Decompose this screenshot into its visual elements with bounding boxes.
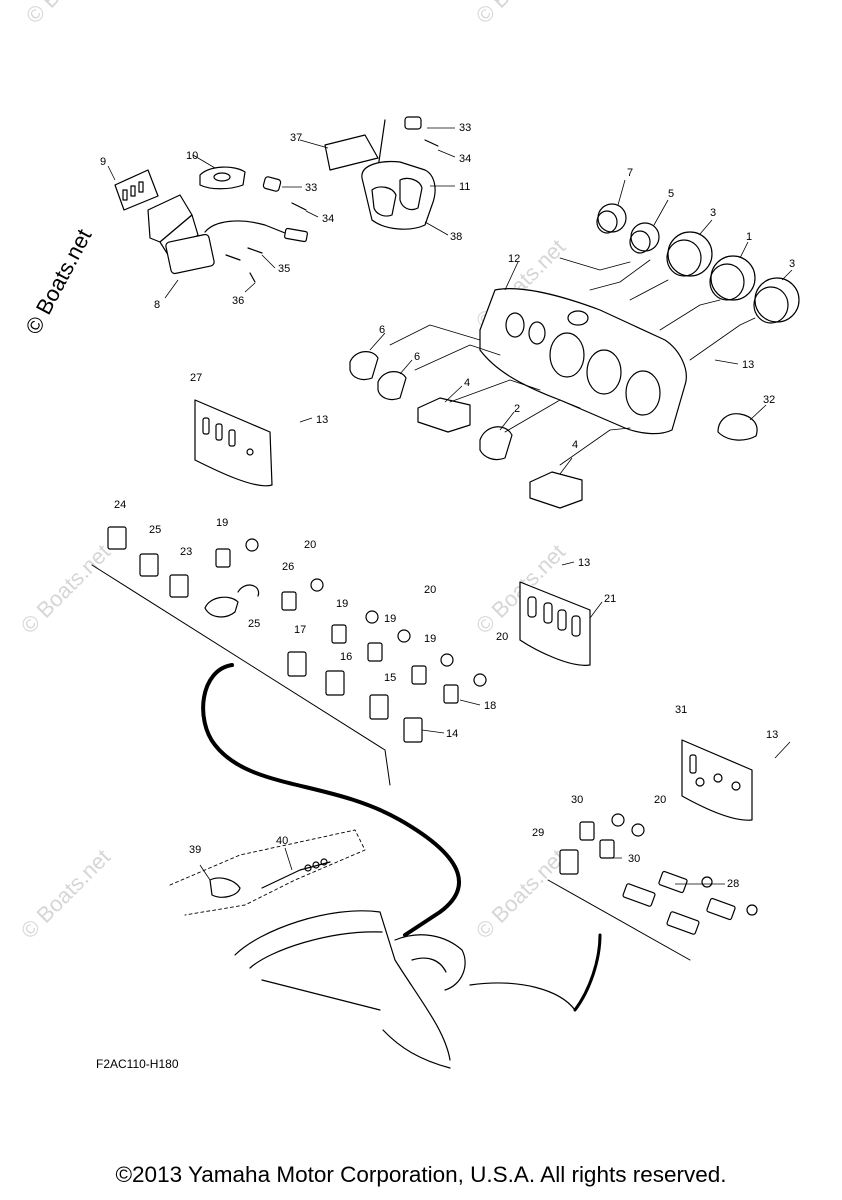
switch-panel-group: [91, 526, 487, 786]
callout-3: 3: [710, 207, 716, 219]
callout-19: 19: [424, 633, 436, 645]
callout-20: 20: [424, 584, 436, 596]
callout-27: 27: [190, 372, 202, 384]
callout-10: 10: [186, 150, 198, 162]
callout-26: 26: [282, 561, 294, 573]
gauge-7: [596, 203, 627, 234]
callout-13: 13: [316, 414, 328, 426]
gauge-3-lower: [753, 277, 800, 324]
callout-7: 7: [627, 167, 633, 179]
callout-19: 19: [336, 598, 348, 610]
callout-11: 11: [459, 181, 470, 193]
callout-31: 31: [675, 704, 687, 716]
part-6-gauge: [377, 371, 407, 401]
part-8-bracket: [147, 194, 308, 275]
callout-32: 32: [763, 394, 775, 406]
part-12-instrument-panel: [479, 288, 687, 435]
callout-17: 17: [294, 624, 306, 636]
faint-watermark: © Boats.net: [471, 0, 570, 29]
part-33-clip: [262, 176, 282, 192]
callout-33: 33: [305, 182, 317, 194]
callout-5: 5: [668, 188, 674, 200]
callout-29: 29: [532, 827, 544, 839]
callout-20: 20: [654, 794, 666, 806]
callout-8: 8: [154, 299, 160, 311]
hull-outline: [234, 910, 602, 1069]
callout-6: 6: [379, 324, 385, 336]
part-37-plate: [324, 134, 379, 171]
callout-9: 9: [100, 156, 106, 168]
gauge-3-upper: [666, 231, 713, 277]
callout-18: 18: [484, 700, 496, 712]
callout-1: 1: [746, 231, 752, 243]
callout-21: 21: [604, 593, 616, 605]
gauge-1: [709, 255, 756, 301]
callout-20: 20: [496, 631, 508, 643]
faint-watermark: © Boats.net: [16, 844, 115, 943]
callout-13: 13: [766, 729, 778, 741]
callout-39: 39: [189, 844, 201, 856]
part-4-bracket: [529, 471, 583, 509]
callout-4: 4: [464, 377, 470, 389]
gauge-5: [629, 222, 660, 254]
callout-24: 25: [149, 524, 161, 536]
main-watermark: © Boats.net: [20, 225, 96, 339]
callout-40: 40: [276, 835, 288, 847]
part-10: [199, 166, 246, 190]
part-11-switch-housing: [361, 119, 436, 230]
callout-3: 3: [789, 258, 795, 270]
part-9-plate: [114, 169, 159, 211]
part-33-clip: [404, 116, 422, 130]
part-28-connectors: [547, 870, 758, 961]
faint-watermark: © Boats.net: [16, 539, 115, 638]
part-4-bracket: [417, 397, 471, 433]
callout-15: 15: [384, 672, 396, 684]
wire-harness: [201, 663, 462, 937]
callout-2: 2: [514, 403, 520, 415]
callout-4: 4: [572, 439, 578, 451]
callout-16: 16: [340, 651, 352, 663]
callout-25: 25: [248, 618, 260, 630]
callout-30: 30: [628, 853, 640, 865]
part-2-gauge: [479, 426, 513, 461]
callout-13: 13: [742, 359, 754, 371]
callout-33: 33: [459, 122, 471, 134]
callout-37: 37: [290, 132, 302, 144]
part-27-plate: [194, 399, 273, 487]
callout-22: 23: [180, 546, 192, 558]
callout-34: 34: [322, 213, 334, 225]
callout-13: 13: [578, 557, 590, 569]
callout-34: 34: [459, 153, 471, 165]
faint-watermark: © Boats.net: [21, 0, 120, 29]
callout-20: 20: [304, 539, 316, 551]
callout-28: 28: [727, 878, 739, 890]
callout-30: 30: [571, 794, 583, 806]
callout-35: 35: [278, 263, 290, 275]
part-6-gauge: [349, 351, 379, 381]
callout-38: 38: [450, 231, 462, 243]
callout-14: 14: [446, 728, 458, 740]
faint-watermark: © Boats.net: [471, 844, 570, 943]
part-31-plate: [681, 739, 753, 821]
callout-12: 12: [508, 253, 520, 265]
callout-23: 24: [114, 499, 126, 511]
part-21-plate: [519, 581, 591, 666]
callout-19: 19: [216, 517, 228, 529]
part-32-cap: [717, 413, 758, 441]
callout-36: 36: [232, 295, 244, 307]
part-39-40-kit: [169, 829, 366, 916]
callout-19: 19: [384, 613, 396, 625]
callout-6: 6: [414, 351, 420, 363]
switch-group-29-30: [559, 813, 645, 875]
drawing-code: F2AC110-H180: [96, 1057, 179, 1071]
copyright-notice: ©2013 Yamaha Motor Corporation, U.S.A. A…: [115, 1162, 727, 1187]
